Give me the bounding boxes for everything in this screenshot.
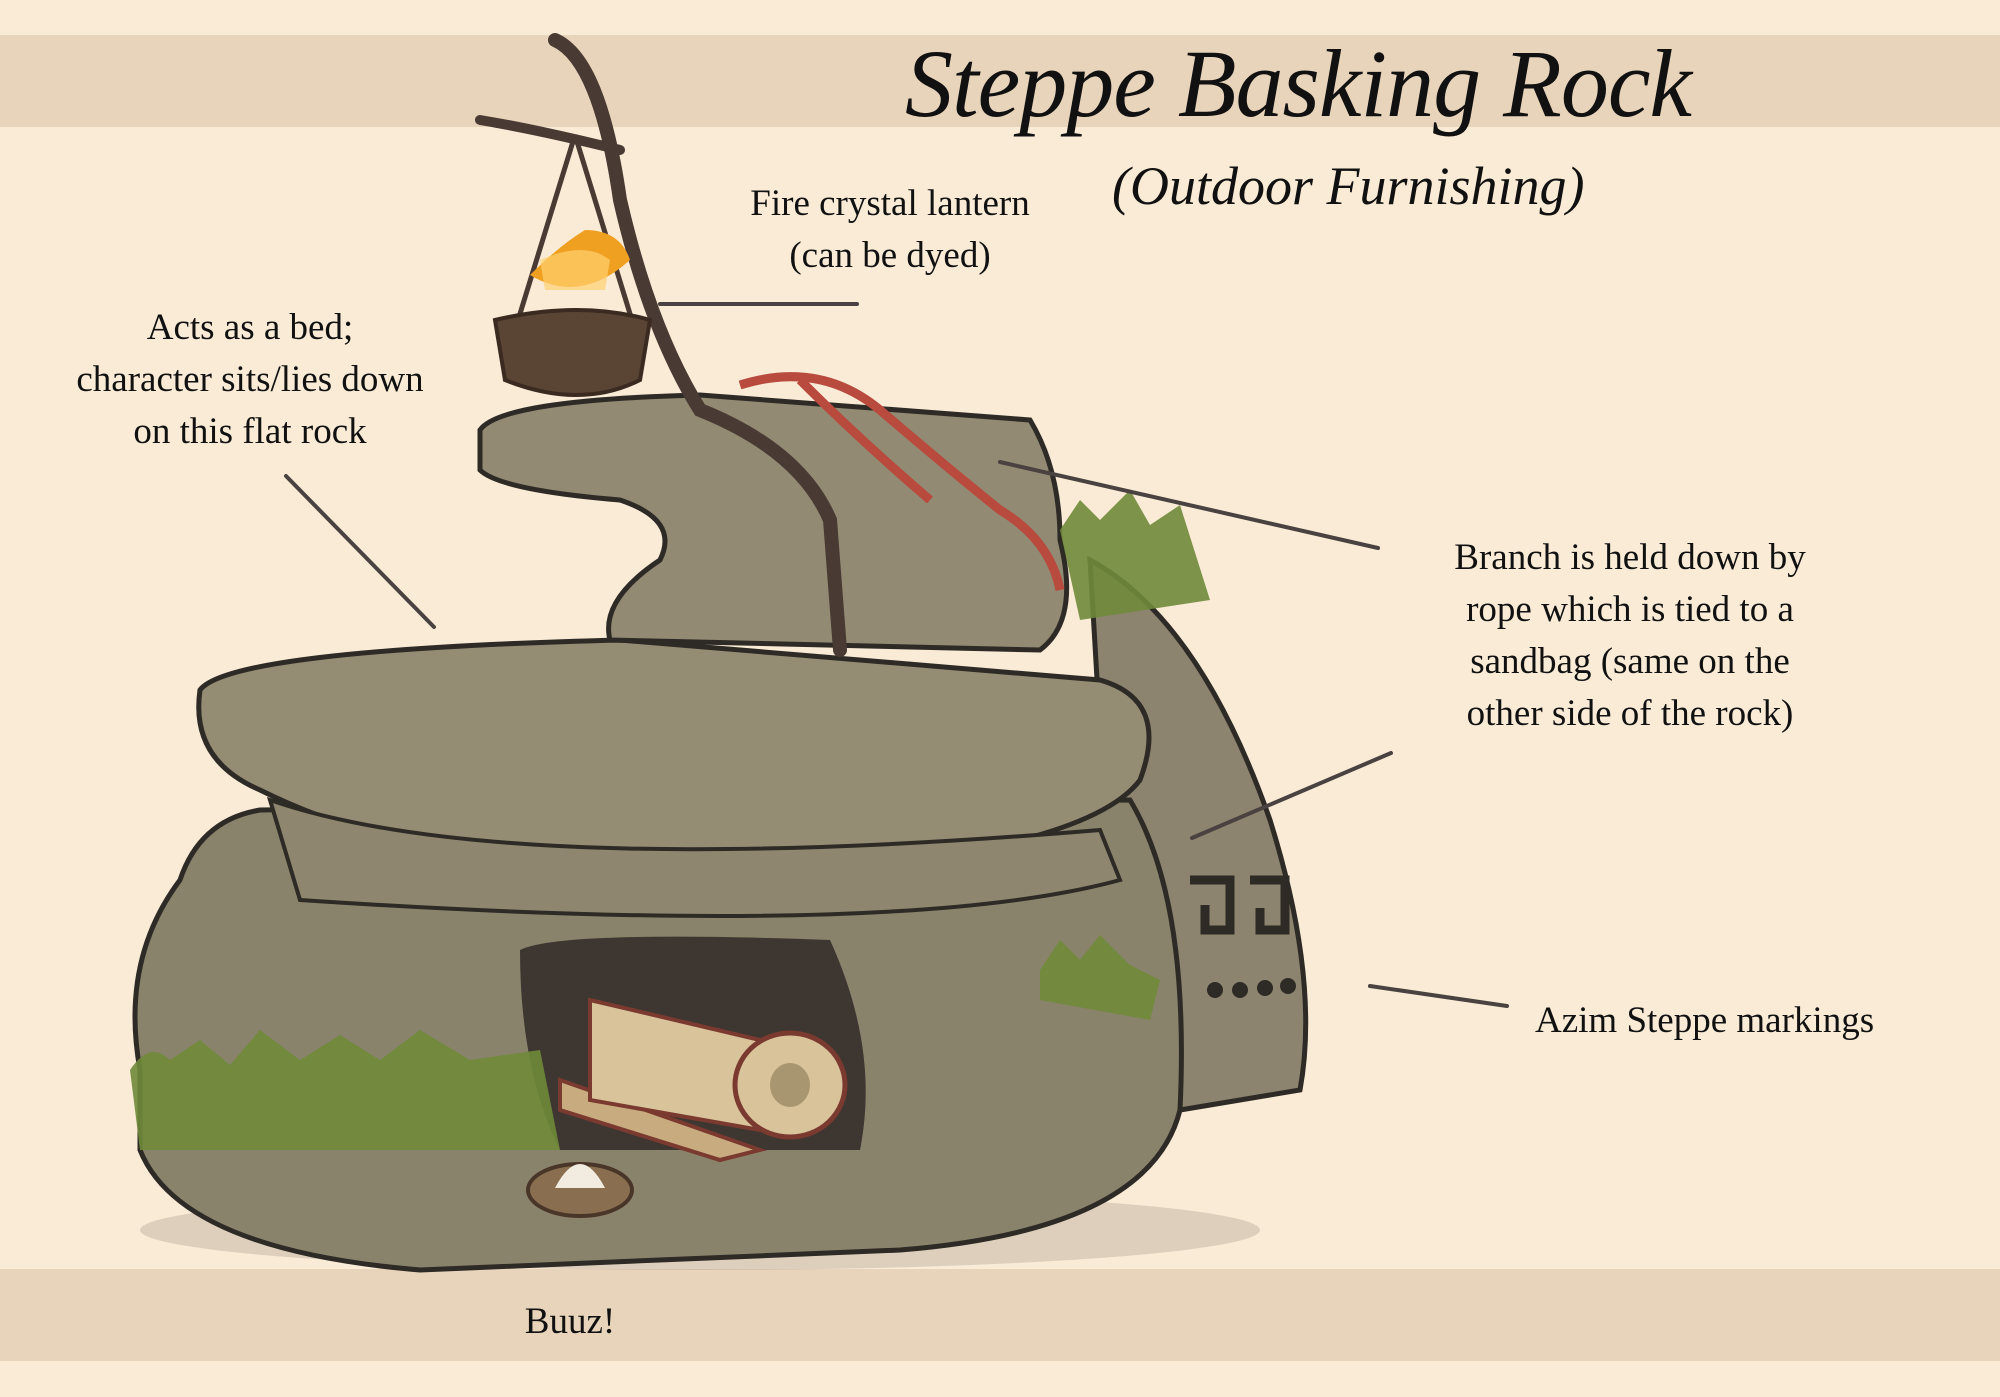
steppe-markings-icon <box>1190 875 1290 935</box>
fire-crystal-lantern-icon <box>492 134 653 397</box>
rope-leader-line <box>1190 751 1393 840</box>
annotation-buuz: Buuz! <box>524 1301 616 1342</box>
rolled-rug <box>558 997 848 1163</box>
annotation-line: (can be dyed) <box>789 235 991 276</box>
annotation-lantern: Fire crystal lantern (can be dyed) <box>700 178 1080 282</box>
annotation-branch: Branch is held down by rope which is tie… <box>1400 532 1860 740</box>
annotation-markings: Azim Steppe markings <box>1535 1000 1875 1041</box>
annotation-line: Fire crystal lantern <box>750 183 1030 224</box>
page-subtitle: (Outdoor Furnishing) <box>1112 156 1585 216</box>
upper-rock <box>477 392 1070 653</box>
grass <box>130 490 1210 1150</box>
annotation-bed: Acts as a bed; character sits/lies down … <box>20 302 480 458</box>
page-title: Steppe Basking Rock <box>905 30 1692 137</box>
header-band <box>0 35 2000 127</box>
annotation-line: sandbag (same on the <box>1470 641 1790 682</box>
bed-leader-line <box>284 474 436 629</box>
annotation-line: character sits/lies down <box>76 359 424 400</box>
footer-band <box>0 1269 2000 1361</box>
annotation-line: Branch is held down by <box>1454 537 1806 578</box>
leader-lines <box>284 302 1509 1008</box>
annotation-line: rope which is tied to a <box>1466 589 1794 630</box>
annotation-line: Acts as a bed; <box>146 307 354 348</box>
markings-leader-line <box>1368 984 1509 1008</box>
rock-layer <box>266 796 1123 918</box>
buuz-plate <box>526 1162 634 1218</box>
branch <box>475 33 847 657</box>
marking-dots <box>1207 978 1296 998</box>
annotation-line: on this flat rock <box>133 411 367 452</box>
branch-leader-line <box>998 460 1380 550</box>
rope <box>738 372 1065 591</box>
annotation-line: other side of the rock) <box>1466 693 1794 734</box>
